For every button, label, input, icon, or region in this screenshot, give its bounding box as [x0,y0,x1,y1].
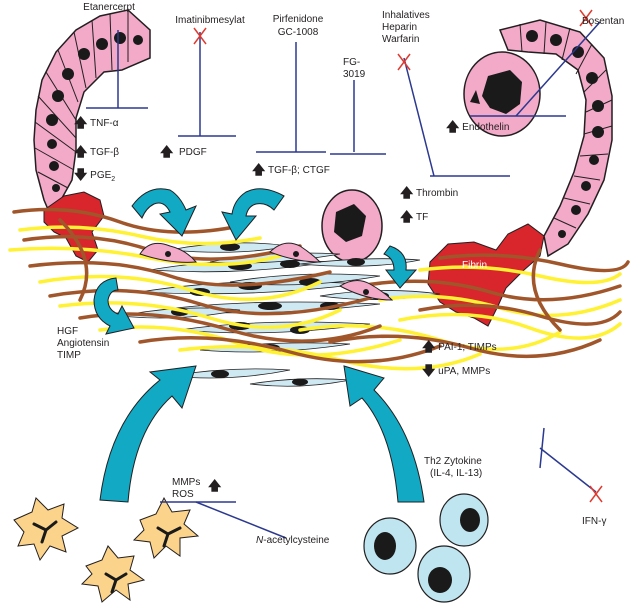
pai-timps-text: PAI-1; TIMPs [438,342,497,353]
down-arrow-icon: 🡇 [74,167,88,182]
up-arrow-icon: 🡅 [74,144,88,159]
pai-timps-label: 🡅 PAI-1; TIMPs [422,340,497,354]
timp-label: TIMP [57,350,81,361]
mmps-ros-up-arrow: 🡅 [208,479,221,493]
endothelin-label: 🡅 Endothelin [446,120,509,134]
up-arrow-icon: 🡅 [446,119,460,134]
up-arrow-icon: 🡅 [252,162,266,177]
imatinib-label: Imatinibmesylat [175,15,245,26]
down-arrow-icon: 🡇 [422,363,436,378]
ifn-gamma-label: IFN-γ [582,516,607,527]
tgf-ctgf-label: 🡅 TGF-β; CTGF [252,163,330,177]
macrophage-cell [463,51,541,137]
up-arrow-icon: 🡅 [400,209,414,224]
fibrin-label: Fibrin [462,260,488,271]
stellate-cell-processes [32,520,182,594]
ros-label: ROS [172,489,194,500]
n-acetylcysteine-italic: N [256,535,264,546]
il4-il13-label: (IL-4, IL-13) [430,468,483,479]
up-arrow-icon: 🡅 [160,144,174,159]
right-fibrin-clot [427,223,545,327]
warfarin-label: Warfarin [382,34,420,45]
tgf-beta-text: TGF-β [89,147,120,158]
n-acetylcysteine-text: -acetylcysteine [263,535,330,546]
up-arrow-icon: 🡅 [208,478,222,493]
blocked-drug-crosses [193,9,603,503]
tgf-ctgf-text: TGF-β; CTGF [267,165,330,176]
pirfenidone-label: Pirfenidone [272,14,324,25]
thrombin-label: 🡅 Thrombin [400,186,458,200]
recruitment-arrows [93,188,425,503]
etanercept-label: Etanercerpt [83,2,135,13]
left-alveolar-epithelium [33,9,151,215]
myofibroblast-nuclei [165,251,369,295]
thrombin-text: Thrombin [415,188,459,199]
bosentan-label: Bosentan [582,16,625,27]
heparin-label: Heparin [382,22,418,33]
tf-label: 🡅 TF [400,210,428,224]
inhalatives-label: Inhalatives [382,10,430,21]
fg3019-label-line2: 3019 [343,69,366,80]
hgf-label: HGF [57,326,79,337]
fg3019-label-line1: FG- [343,57,361,68]
stellate-cells [13,496,200,603]
th2-cytokine-label: Th2 Zytokine [424,456,482,467]
pdgf-text: PDGF [178,147,207,158]
tnf-alpha-label: 🡅 TNF-α [74,116,119,130]
up-arrow-icon: 🡅 [74,115,88,130]
pdgf-label: 🡅 PDGF [160,145,207,159]
mmps-label: MMPs [172,477,201,488]
endothelin-text: Endothelin [462,122,510,133]
upa-mmps-text: uPA, MMPs [438,366,491,377]
tnf-alpha-text: TNF-α [89,118,119,129]
angiotensin-label: Angiotensin [57,338,110,349]
pge2-label: 🡇 PGE2 [74,168,115,184]
n-acetylcysteine-label: N-acetylcysteine [256,535,329,547]
tgf-beta-label: 🡅 TGF-β [74,145,119,159]
right-alveolar-epithelium [498,19,613,258]
tf-text: TF [415,212,429,223]
up-arrow-icon: 🡅 [400,185,414,200]
upa-mmps-label: 🡇 uPA, MMPs [422,364,490,378]
pge2-text: PGE [90,170,112,181]
pge2-subscript: 2 [111,176,116,183]
monocyte-cell [321,189,383,263]
gc1008-label: GC-1008 [277,27,319,38]
circulating-precursor-cells [363,493,489,603]
up-arrow-icon: 🡅 [422,339,436,354]
inhibition-lines [86,21,601,539]
